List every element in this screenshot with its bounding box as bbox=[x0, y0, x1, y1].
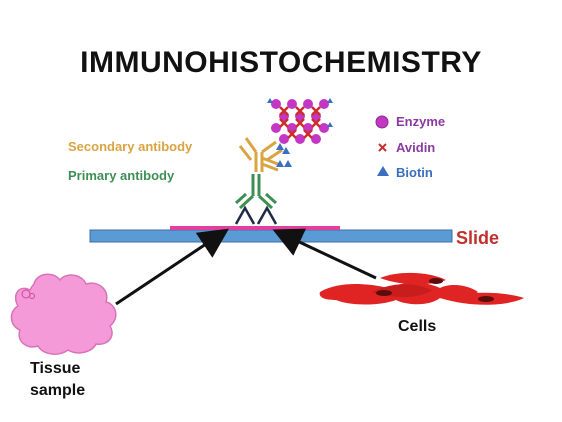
biotin-legend-label: Biotin bbox=[396, 165, 433, 180]
slide bbox=[89, 229, 453, 243]
cells-arrow bbox=[272, 228, 377, 280]
tissue-sample-label-line2: sample bbox=[30, 382, 86, 399]
abc-complex bbox=[267, 98, 333, 144]
slide-label: Slide bbox=[456, 228, 500, 248]
enzyme-legend-label: Enzyme bbox=[396, 114, 446, 129]
antigen-markers bbox=[234, 205, 278, 225]
biotin-legend-icon bbox=[377, 166, 389, 176]
tissue-sample-blob bbox=[10, 273, 117, 355]
secondary-antibody bbox=[238, 137, 283, 172]
biotin-cluster bbox=[276, 143, 292, 167]
primary-antibody bbox=[234, 174, 278, 210]
secondary-antibody-label: Secondary antibody bbox=[68, 139, 193, 154]
enzyme-legend-icon bbox=[375, 115, 389, 129]
avidin-legend-label: Avidin bbox=[396, 140, 436, 155]
diagram-title: IMMUNOHISTOCHEMISTRY bbox=[80, 46, 482, 79]
tissue-section-on-slide bbox=[170, 226, 340, 230]
avidin-legend-icon bbox=[378, 143, 387, 152]
tissue-arrow bbox=[115, 228, 229, 306]
tissue-sample-detail bbox=[21, 289, 35, 299]
tissue-sample-label-line1: Tissue bbox=[30, 360, 81, 377]
cells-label: Cells bbox=[398, 318, 437, 335]
cells-cluster bbox=[319, 272, 524, 305]
primary-antibody-label: Primary antibody bbox=[68, 168, 175, 183]
